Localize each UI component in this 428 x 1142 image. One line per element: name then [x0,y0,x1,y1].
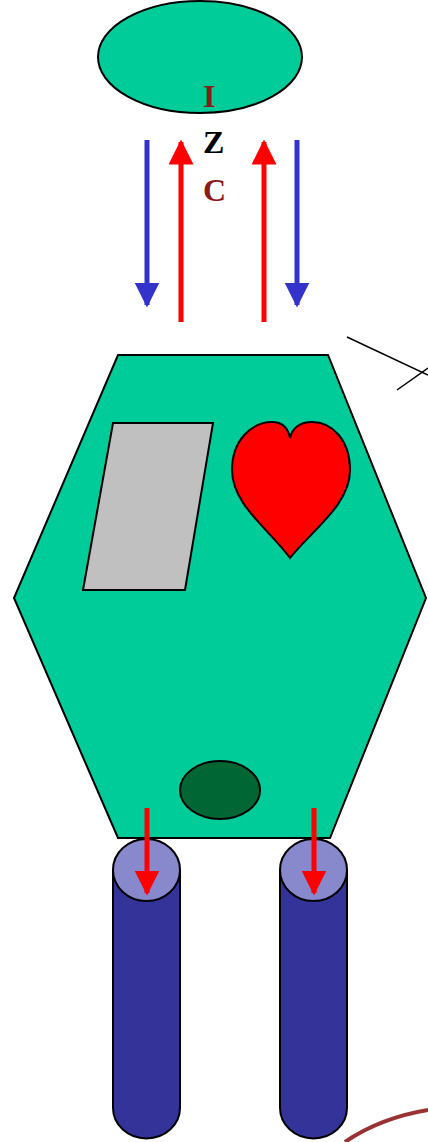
label-text: Z [203,126,224,158]
heart [232,422,350,558]
leader-line [397,368,428,390]
head [98,1,302,113]
label-text: I [203,80,215,112]
blood-arrow-up [179,142,184,322]
curve-line [345,1110,428,1142]
blood-arrow-down [295,140,300,305]
lung [83,423,213,590]
torso [14,355,426,838]
label-text: C [203,174,226,206]
leg [280,870,347,1138]
blood-arrow-up [262,142,267,322]
blood-arrow-down [145,808,150,893]
organ-oval [180,761,260,819]
blood-arrow-down [145,140,150,305]
leader-line [347,337,428,375]
blood-arrow-down [312,808,317,893]
leg [113,870,180,1138]
